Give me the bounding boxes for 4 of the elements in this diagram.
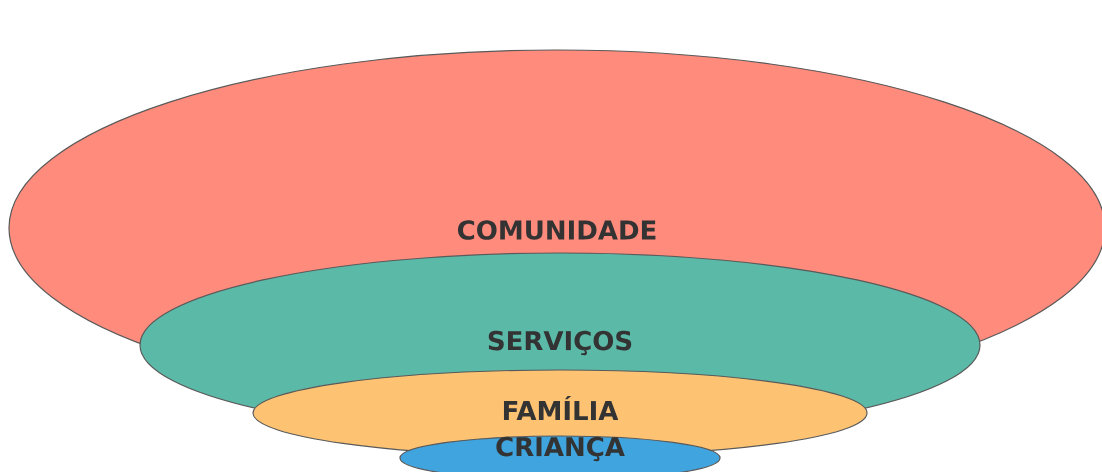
ring-label: COMUNIDADE <box>458 220 656 240</box>
ring-label: FAMÍLIA <box>504 395 619 421</box>
ring-label: CRIANÇA <box>496 436 625 462</box>
ring-label: SERVIÇOS <box>488 330 632 356</box>
